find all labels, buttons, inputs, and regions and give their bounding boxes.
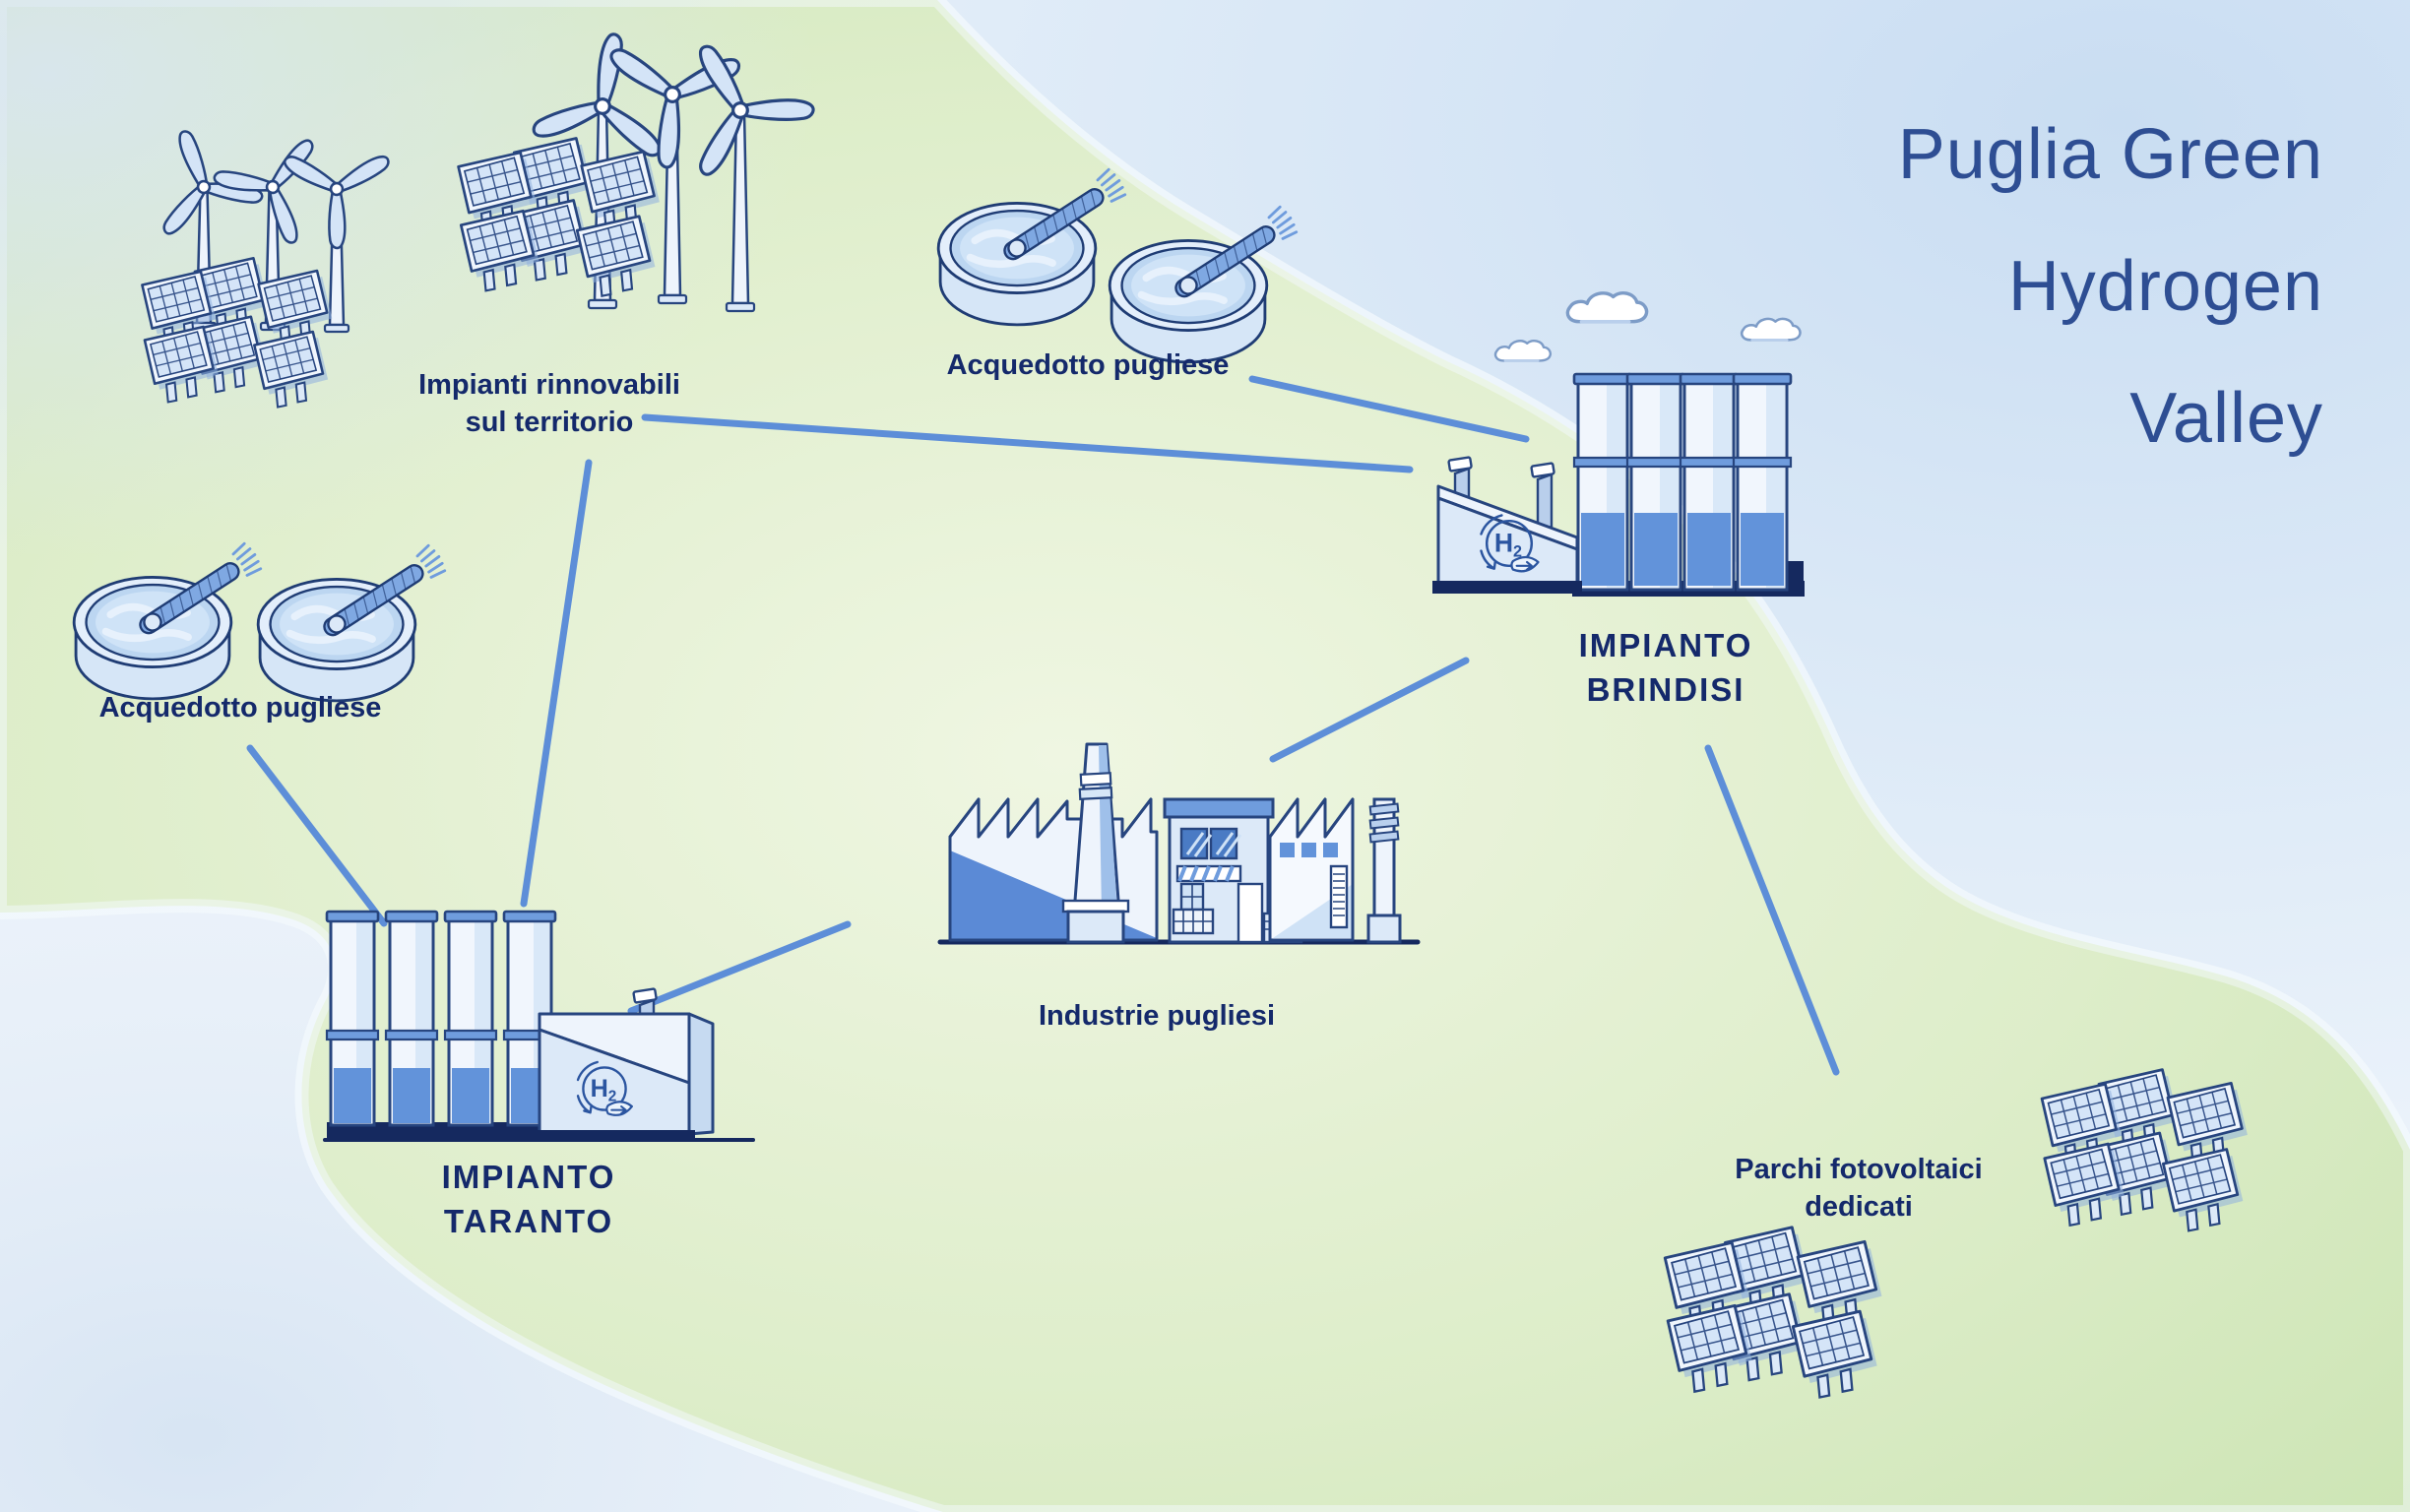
hydrogen-plant-taranto-icon	[323, 910, 755, 1142]
solar-panels-icon	[142, 258, 332, 407]
title-line-3: Valley	[2129, 379, 2323, 458]
label-renewables: Impianti rinnovabili sul territorio	[418, 369, 680, 438]
line-aqueduct-north-brindisi	[1248, 375, 1530, 443]
page-title: Puglia Green Hydrogen Valley	[1898, 89, 2323, 484]
line-brindisi-pvparks	[1704, 744, 1840, 1076]
title-line-1: Puglia Green	[1897, 115, 2323, 194]
title-line-2: Hydrogen	[2007, 247, 2323, 326]
solar-panels-icon	[459, 139, 660, 296]
label-plant-taranto: IMPIANTO TARANTO	[441, 1159, 616, 1239]
hydrogen-plant-brindisi-icon	[1432, 291, 1805, 597]
label-aqueduct-west: Acquedotto pugliese	[98, 692, 382, 724]
line-aqueduct-west-taranto	[246, 744, 388, 927]
label-aqueduct-north: Acquedotto pugliese	[946, 349, 1230, 381]
solar-panels-icon	[2042, 1070, 2248, 1231]
factories-icon	[937, 742, 1421, 945]
label-pv-parks: Parchi fotovoltaici dedicati	[1735, 1154, 1983, 1223]
label-plant-brindisi: IMPIANTO BRINDISI	[1578, 627, 1753, 708]
line-industries-brindisi	[1269, 657, 1470, 763]
connection-lines	[246, 375, 1840, 1076]
line-renewables-taranto	[520, 459, 593, 908]
line-taranto-industries	[627, 920, 852, 1015]
label-industries: Industrie pugliesi	[1038, 1000, 1276, 1032]
line-renewables-brindisi	[641, 413, 1414, 473]
solar-panels-icon	[1665, 1228, 1881, 1398]
